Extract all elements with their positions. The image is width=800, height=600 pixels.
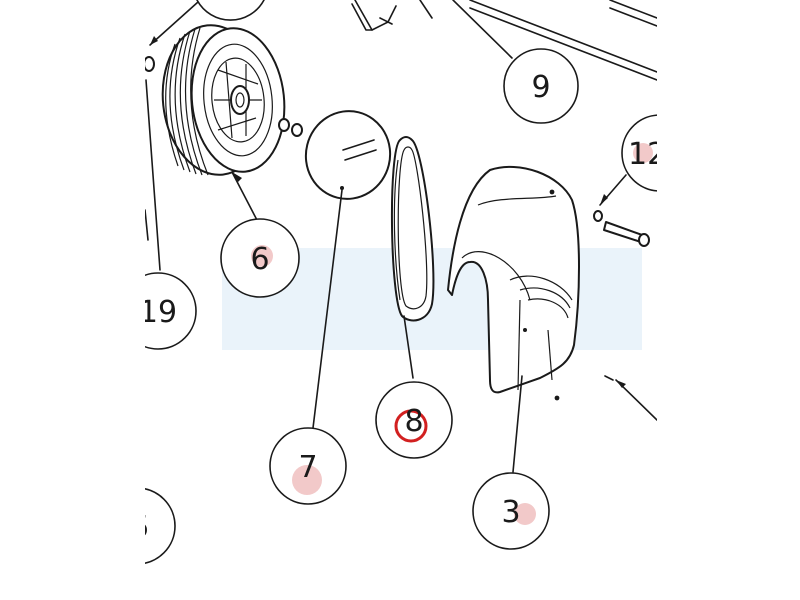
drive-belt-part	[390, 136, 435, 322]
callout-6[interactable]: 6	[220, 218, 300, 298]
callout-12[interactable]: 12	[621, 114, 657, 192]
wheel-part	[161, 24, 303, 176]
callout-8[interactable]: 8	[375, 381, 453, 459]
belt-cover-part	[447, 165, 580, 401]
callout-6-label: 6	[250, 242, 269, 277]
disc-plate-part	[304, 110, 392, 200]
callout-19-label: 19	[145, 295, 177, 330]
leader-lines	[149, 0, 657, 473]
callout-19[interactable]: 19	[145, 272, 197, 350]
callout-8-label: 8	[404, 404, 423, 439]
washer-part	[145, 56, 161, 271]
bolt-part	[593, 210, 650, 381]
callout-5-label: 5	[145, 510, 150, 545]
callout-9-label: 9	[531, 70, 550, 105]
callout-3-label: 3	[501, 495, 520, 530]
exploded-parts-diagram: 9 12 6 19 8	[145, 0, 657, 600]
diagram-svg: 9 12 6 19 8	[145, 0, 657, 564]
callout-7[interactable]: 7	[269, 427, 347, 505]
callout-5[interactable]: 5	[145, 488, 176, 564]
callout-3[interactable]: 3	[472, 472, 550, 550]
callout-partial-top	[196, 0, 265, 21]
callout-9[interactable]: 9	[503, 48, 579, 124]
callout-12-label: 12	[628, 137, 657, 172]
frame-bracket-part	[351, 0, 657, 81]
callout-7-label: 7	[298, 450, 317, 485]
